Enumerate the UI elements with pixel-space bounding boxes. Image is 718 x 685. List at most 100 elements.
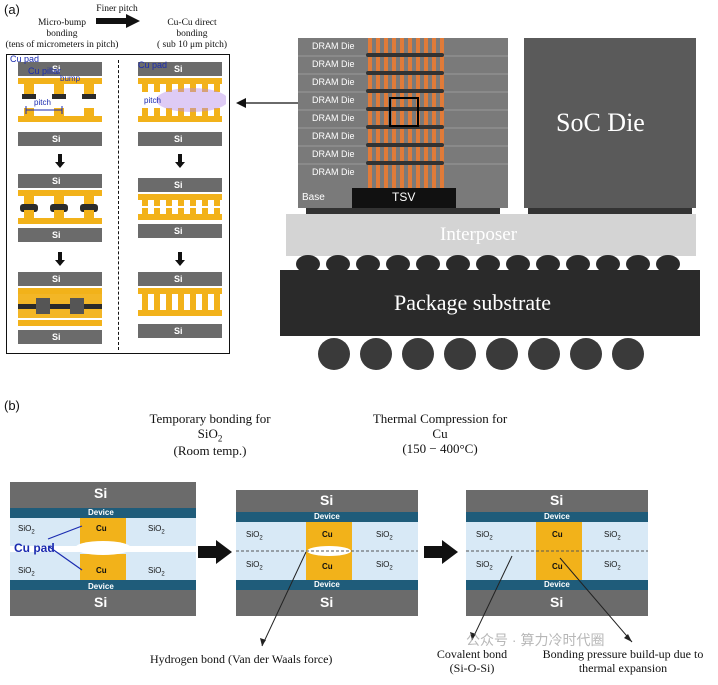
sio2-sub: 2 (31, 529, 35, 536)
micro-bump-line3: (tens of micrometers in pitch) (5, 39, 119, 50)
down-arrow-icon (175, 154, 185, 168)
covalent-line1: Covalent bond (436, 647, 508, 661)
sio2-sub: 2 (259, 535, 263, 542)
cu-label: Cu (322, 530, 333, 539)
si-label: Si (52, 230, 61, 240)
down-arrow-icon (55, 154, 65, 168)
micro-bump-stage1 (18, 62, 102, 146)
bump-label: bump (60, 74, 81, 83)
si-label: Si (550, 594, 564, 610)
dram-die-label: DRAM Die (312, 167, 355, 177)
bga-ball-row (318, 338, 644, 370)
sio2-text: SiO (148, 566, 162, 575)
cu-label: Cu (96, 566, 107, 575)
sio2-label: SiO2 (148, 566, 165, 578)
device-label: Device (544, 512, 570, 521)
sio2-text: SiO (376, 530, 390, 539)
si-label: Si (94, 485, 108, 501)
dram-die-label: DRAM Die (312, 113, 355, 123)
bonding-comparison-box (6, 54, 230, 354)
sio2-sub: 2 (489, 535, 493, 542)
process-arrow-icon (198, 540, 232, 564)
package-stack-diagram (280, 38, 700, 370)
bonding-stage3 (466, 490, 648, 616)
temp-bonding-caption: Temporary bonding for SiO2 (Room temp.) (120, 411, 300, 459)
covalent-bond-caption: Covalent bond (Si-O-Si) (424, 647, 520, 676)
pitch-label: pitch (34, 98, 51, 107)
dram-die-label: DRAM Die (312, 95, 355, 105)
sio2-label: SiO2 (476, 560, 493, 572)
device-label: Device (314, 512, 340, 521)
si-label: Si (52, 332, 61, 342)
down-arrow-icon (175, 252, 185, 266)
soc-die (524, 38, 696, 208)
cu-label: Cu (552, 562, 563, 571)
dashed-divider (118, 60, 119, 350)
sio2-sub: 2 (161, 571, 165, 578)
micro-bump-stacks (18, 62, 102, 344)
device-label: Device (88, 508, 114, 517)
dram-die-label: DRAM Die (312, 131, 355, 141)
thermal-compression-caption: Thermal Compression for Cu (150 − 400°C) (350, 411, 530, 457)
cu-label: Cu (96, 524, 107, 533)
sio2-label: SiO2 (18, 524, 35, 536)
pressure-caption: Bonding pressure build-up due to thermal… (528, 647, 718, 676)
base-die-label: Base (302, 192, 325, 203)
si-label: Si (174, 180, 183, 190)
sio2-text: SiO (604, 530, 618, 539)
package-substrate-label: Package substrate (394, 290, 551, 315)
sio2-sub: 2 (389, 535, 393, 542)
cu-label: Cu (322, 562, 333, 571)
sio2-label: SiO2 (376, 560, 393, 572)
sio2-label: SiO2 (18, 566, 35, 578)
pitch-dimension-icon (25, 106, 63, 114)
down-arrow-icon (55, 252, 65, 266)
micro-bump-caption: Micro-bump bonding (tens of micrometers … (2, 18, 122, 51)
si-label: Si (550, 492, 564, 508)
cu-pillar-label: Cu pillar (28, 66, 62, 76)
cucu-line1: Cu-Cu direct (167, 18, 217, 28)
si-label: Si (174, 226, 183, 236)
device-label: Device (88, 582, 114, 591)
panel-a-label: (a) (4, 2, 20, 17)
sio2-text: SiO (376, 560, 390, 569)
si-label: Si (174, 64, 183, 74)
interposer-label: Interposer (440, 224, 518, 245)
sio2-sub: 2 (489, 565, 493, 572)
process-arrow-icon (424, 540, 458, 564)
sio2-sub: 2 (31, 571, 35, 578)
sio2-label: SiO2 (376, 530, 393, 542)
device-label: Device (544, 580, 570, 589)
thermal-line2: Cu (432, 425, 448, 441)
dram-die-label: DRAM Die (312, 41, 355, 51)
sio2-text: SiO (148, 524, 162, 533)
sio2-label: SiO2 (246, 530, 263, 542)
watermark: 公众号 · 算力冷时代圈 (466, 632, 605, 648)
dram-die-label: DRAM Die (312, 77, 355, 87)
interposer (286, 214, 696, 256)
sio2-sub: 2 (617, 565, 621, 572)
covalent-line2: (Si-O-Si) (449, 660, 495, 675)
si-label: Si (174, 274, 183, 284)
temp-bonding-sio2: SiO (197, 425, 218, 441)
micro-bump-line2: bonding (46, 28, 78, 39)
sio2-label: SiO2 (148, 524, 165, 536)
cu-pad-label: Cu pad (14, 541, 55, 555)
annotation-leader-lines (260, 551, 633, 647)
finer-pitch-caption: Finer pitch (96, 4, 138, 14)
si-label: Si (320, 492, 334, 508)
c4-bump-row (296, 255, 680, 273)
dram-stack (298, 38, 508, 208)
micro-bump-line1: Micro-bump (37, 18, 87, 28)
thermal-line3: (150 − 400°C) (402, 440, 478, 456)
cucu-caption: Cu-Cu direct bonding ( sub 10 μm pitch) (142, 18, 242, 51)
temp-bonding-line2: SiO2 (120, 425, 300, 444)
sio2-label: SiO2 (476, 530, 493, 542)
sio2-text: SiO (476, 530, 490, 539)
thermal-line1: Thermal Compression for (372, 411, 508, 426)
dram-die-label: DRAM Die (312, 149, 355, 159)
sio2-text: SiO (246, 530, 260, 539)
si-label: Si (52, 134, 61, 144)
bonding-stage1 (10, 482, 196, 616)
cucu-stage3 (138, 272, 222, 338)
